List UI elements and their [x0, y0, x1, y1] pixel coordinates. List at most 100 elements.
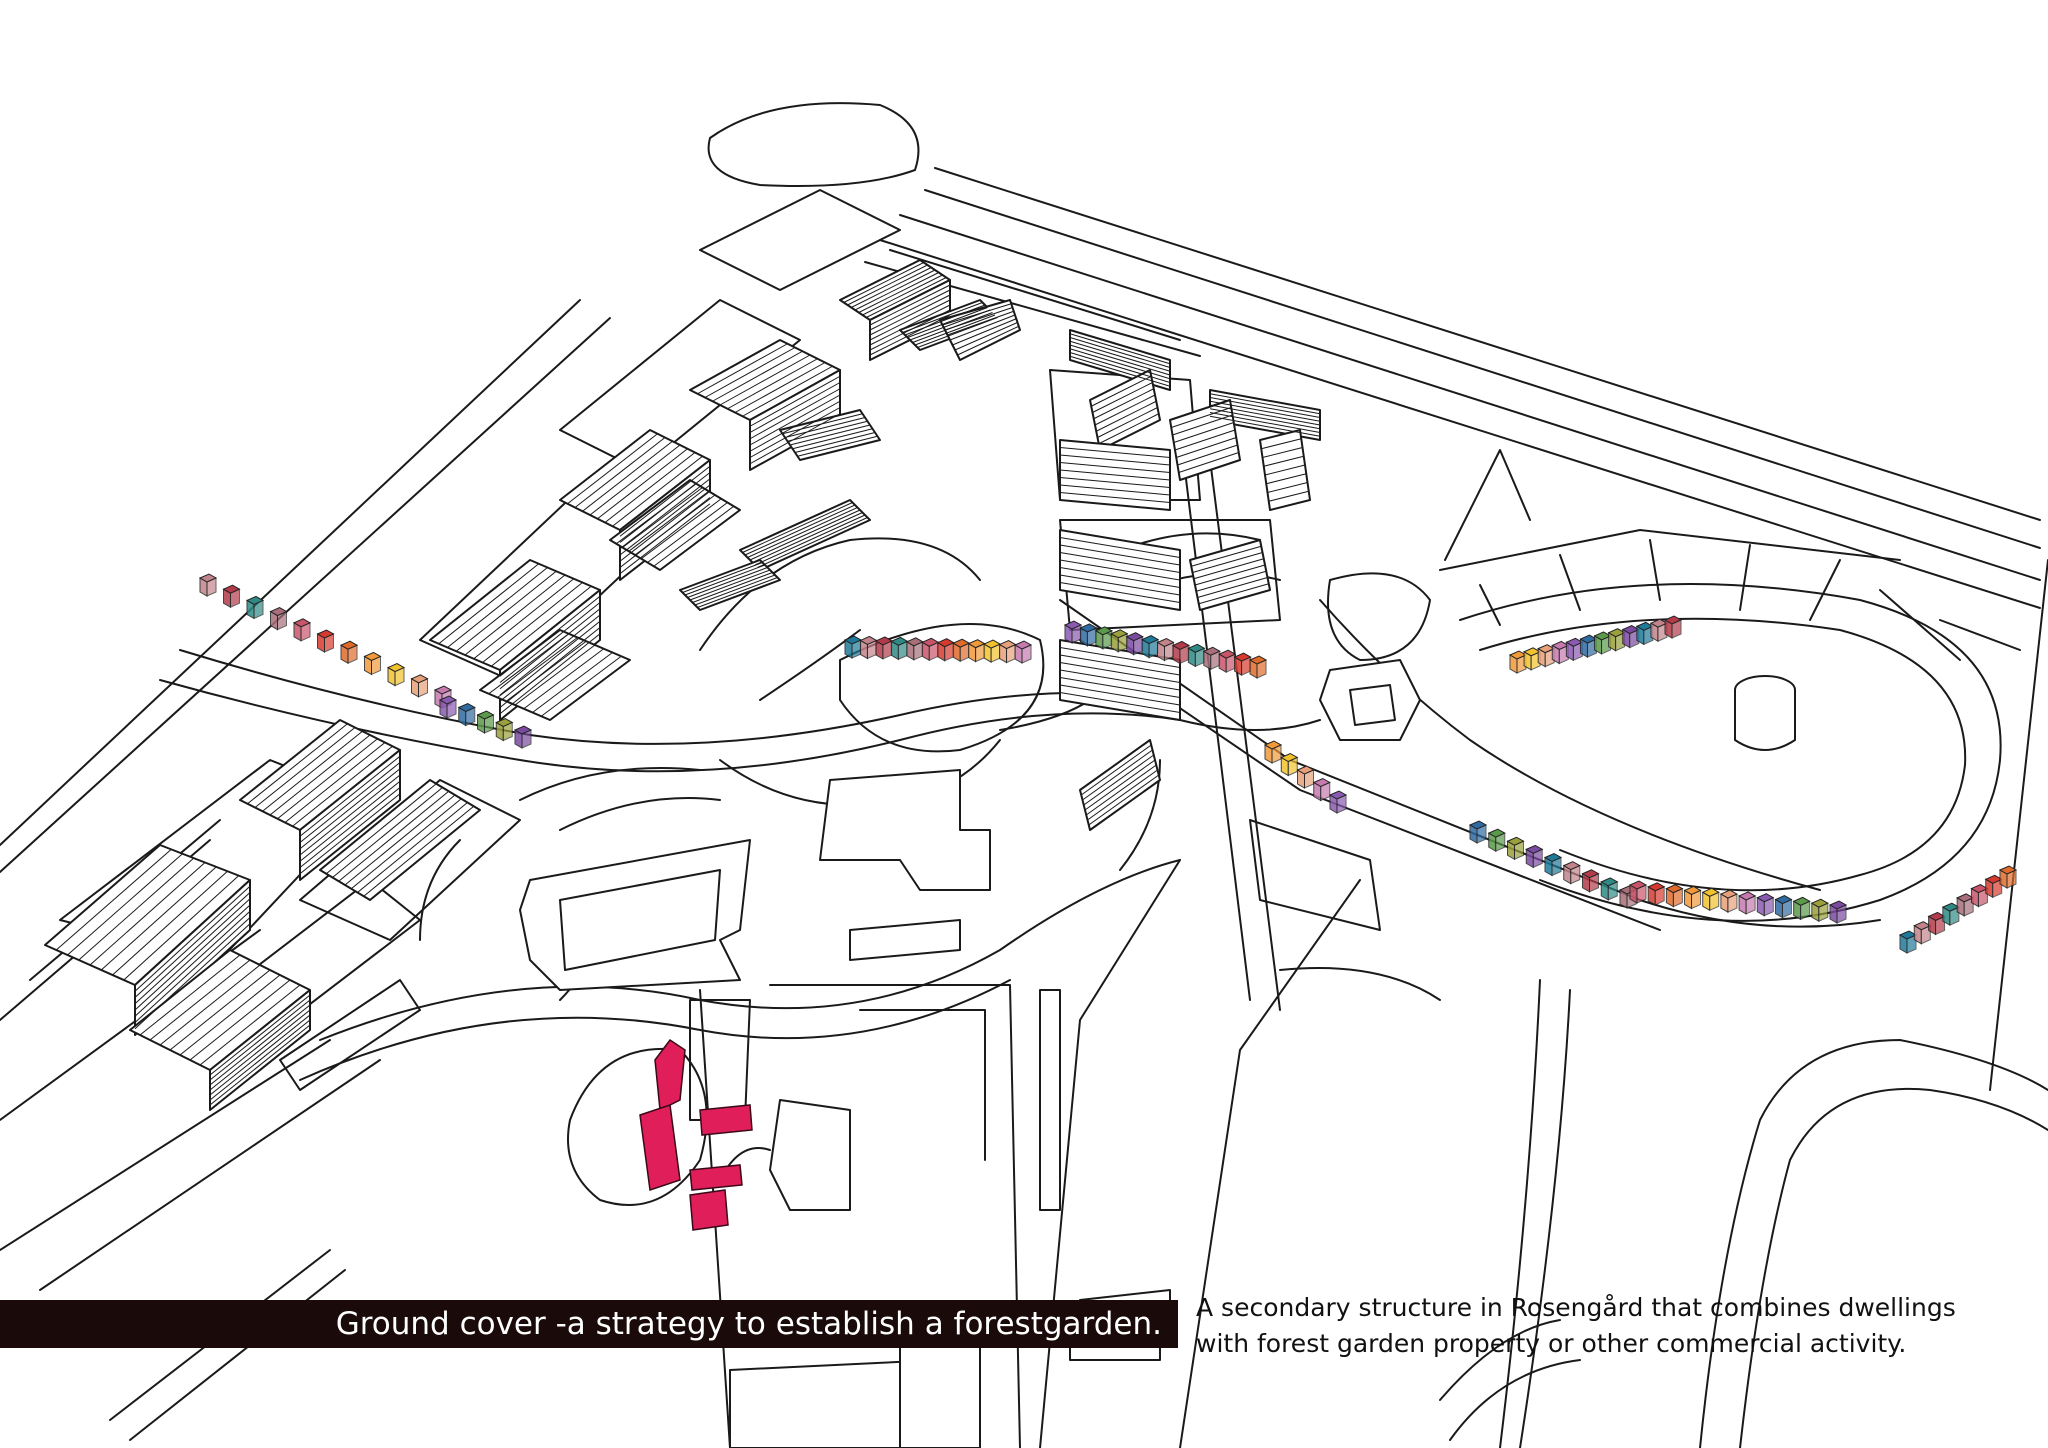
- secondary-dwellings: [198, 573, 2018, 954]
- floor-line: [499, 633, 601, 715]
- floor-line: [1209, 408, 1321, 430]
- dwelling-unit: [1663, 615, 1683, 639]
- floor-line: [209, 1009, 311, 1091]
- floor-line: [1069, 348, 1171, 380]
- dwelling-unit: [1296, 765, 1315, 789]
- floor-line: [628, 490, 710, 552]
- dwelling-roof: [1792, 896, 1811, 906]
- floor-line: [1059, 454, 1171, 466]
- floor-line: [1069, 340, 1171, 372]
- dwelling-roof: [1543, 852, 1563, 863]
- floor-line: [957, 325, 1019, 356]
- floor-line: [277, 738, 378, 820]
- floor-line: [1194, 564, 1266, 586]
- floor-line: [1178, 452, 1239, 473]
- floor-line: [902, 302, 983, 333]
- floor-line: [619, 465, 711, 537]
- floor-line: [139, 954, 241, 1036]
- dwelling-roof: [1663, 615, 1683, 625]
- floor-line: [1059, 567, 1181, 588]
- floor-line: [299, 755, 401, 837]
- floor-line: [582, 440, 673, 512]
- floor-line: [1083, 754, 1155, 806]
- dwelling-unit: [1970, 884, 1989, 908]
- dwelling-roof: [1665, 884, 1684, 894]
- floor-line: [284, 742, 386, 823]
- floor-line: [749, 407, 841, 458]
- floor-line: [1059, 559, 1181, 581]
- floor-line: [1059, 654, 1181, 676]
- dwelling-unit: [1328, 790, 1348, 814]
- floor-line: [704, 347, 796, 398]
- floor-line: [869, 314, 951, 356]
- dwelling-roof: [1328, 790, 1348, 800]
- dwelling-roof: [1562, 861, 1581, 871]
- dwelling-roof: [1280, 752, 1299, 763]
- dwelling-unit: [1647, 882, 1666, 906]
- floor-line: [89, 862, 206, 966]
- dwelling-unit: [1525, 844, 1544, 869]
- dwelling-unit: [1140, 635, 1160, 659]
- dwelling-unit: [1312, 777, 1331, 802]
- floor-line: [689, 569, 771, 601]
- dwelling-roof: [513, 725, 533, 735]
- dwelling-unit: [1737, 891, 1757, 915]
- dwelling-roof: [1998, 865, 2018, 875]
- dwelling-unit: [513, 725, 533, 749]
- floor-line: [123, 875, 240, 981]
- floor-line: [1059, 684, 1181, 706]
- floor-line: [734, 362, 826, 413]
- floor-line: [179, 974, 281, 1056]
- floor-line: [1080, 744, 1152, 796]
- dwelling-unit: [1537, 644, 1556, 668]
- dwelling-roof: [476, 710, 495, 720]
- floor-line: [869, 294, 951, 336]
- dwelling-unit: [982, 639, 1002, 663]
- floor-line: [869, 284, 951, 326]
- dwelling-unit: [1927, 911, 1946, 936]
- floor-line: [1093, 388, 1154, 420]
- floor-line: [749, 382, 841, 433]
- floor-line: [653, 505, 735, 567]
- dwelling-roof: [1828, 900, 1848, 910]
- floor-line: [1091, 375, 1152, 407]
- floor-line: [942, 303, 1012, 326]
- floor-line: [782, 413, 863, 435]
- floor-line: [904, 304, 986, 336]
- floor-line: [1082, 749, 1153, 801]
- floor-line: [619, 484, 711, 556]
- floor-line: [1209, 400, 1321, 422]
- dwelling-roof: [433, 685, 453, 695]
- floor-line: [757, 517, 868, 568]
- dwelling-unit: [1079, 623, 1098, 647]
- floor-line: [792, 428, 873, 450]
- floor-line: [749, 400, 841, 452]
- floor-line: [1172, 414, 1233, 436]
- dwelling-unit: [874, 636, 894, 660]
- dwelling-unit: [1094, 626, 1113, 650]
- dwelling-unit: [1218, 649, 1237, 674]
- floor-line: [482, 582, 583, 663]
- forest-garden-structures: [639, 1038, 753, 1231]
- floor-line: [909, 309, 991, 341]
- floor-line: [325, 783, 437, 875]
- floor-line: [55, 848, 172, 951]
- floor-line: [1059, 692, 1181, 713]
- floor-line: [499, 595, 601, 677]
- dwelling-roof: [1525, 844, 1544, 854]
- floor-line: [1209, 397, 1321, 418]
- dwelling-unit: [890, 636, 909, 661]
- dwelling-roof: [1756, 893, 1775, 903]
- floor-line: [134, 917, 251, 1023]
- dwelling-unit: [363, 651, 382, 676]
- dwelling-roof: [1506, 836, 1525, 846]
- floor-line: [749, 413, 841, 465]
- dwelling-roof: [339, 640, 359, 650]
- floor-line: [1088, 774, 1160, 826]
- floor-line: [634, 494, 716, 556]
- floor-line: [604, 452, 696, 523]
- dwelling-unit: [386, 663, 406, 687]
- floor-line: [262, 730, 363, 812]
- dwelling-unit: [1665, 884, 1684, 908]
